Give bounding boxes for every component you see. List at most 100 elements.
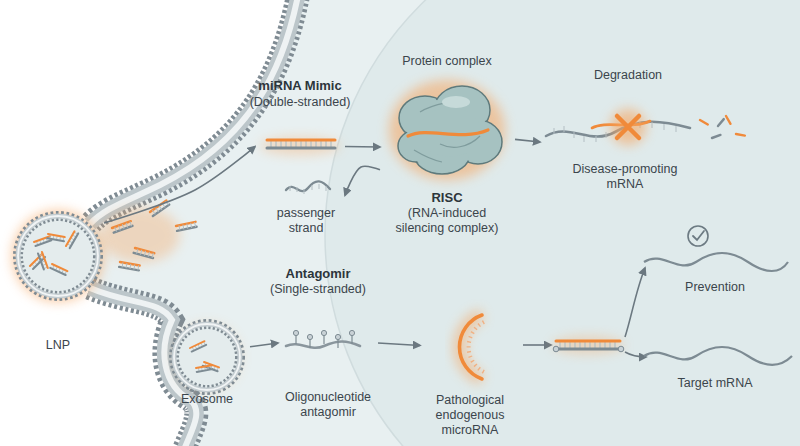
vesicle-glow <box>12 210 104 302</box>
target-mrna: Target mRNA <box>640 330 795 400</box>
node-label: (RNA-induced silencing complex) <box>385 206 510 236</box>
flow-arrow <box>625 352 646 357</box>
check-badge <box>688 226 708 246</box>
released-mirna <box>119 262 140 270</box>
encapsulated-antagomir <box>196 365 212 372</box>
flow-arrow <box>515 139 540 142</box>
mrna-fragment <box>726 116 731 124</box>
second-strand <box>197 369 213 372</box>
exosome-vesicle: Exosome <box>160 318 250 414</box>
modification-bead <box>293 330 298 335</box>
strand-cap <box>553 346 559 352</box>
mirna-mimic: miRNA Mimic(Double-stranded) <box>255 76 345 162</box>
encapsulated-mirna <box>66 231 78 248</box>
strand-cap <box>618 346 624 352</box>
flow-arrow <box>345 146 380 148</box>
risc-complex: Protein complexRISC(RNA-induced silencin… <box>380 52 515 242</box>
protein-complex <box>398 86 502 174</box>
flow-arrow <box>345 166 380 195</box>
loaded-guide-strand <box>408 130 488 136</box>
released-mirna <box>112 221 133 233</box>
second-strand <box>35 240 51 246</box>
strand-bases <box>290 184 326 194</box>
vesicle-lumen <box>174 324 240 390</box>
cleavage-cross <box>617 116 639 138</box>
vesicle-tails <box>18 216 98 296</box>
single-strand <box>286 181 330 191</box>
single-strand <box>286 342 360 348</box>
lipid-nanoparticle <box>18 216 98 296</box>
encapsulated-mirna <box>50 264 67 275</box>
prevention-outcome: Prevention <box>640 222 790 302</box>
mrna-fragment <box>700 120 708 125</box>
vesicle-core <box>18 216 98 296</box>
node-label: (Single-stranded) <box>258 282 378 297</box>
modification-stalk <box>295 335 296 344</box>
second-strand <box>47 238 64 241</box>
second-strand <box>70 233 79 248</box>
node-label: Degradation <box>568 68 688 83</box>
node-label: Exosome <box>162 392 252 407</box>
vesicle-glow <box>173 323 241 391</box>
modification-stalk <box>309 339 310 348</box>
node-label: (Double-stranded) <box>240 95 360 110</box>
encapsulated-mirna <box>38 252 48 269</box>
mrna-fragment <box>718 119 724 126</box>
encapsulated-antagomir <box>190 341 206 351</box>
flow-arrow <box>625 268 645 337</box>
vesicle-heads <box>174 324 240 390</box>
duplex-glow <box>260 137 340 155</box>
mrna-degradation: DegradationDisease-promoting mRNA <box>540 64 750 194</box>
heading-label: Antagomir <box>263 266 373 281</box>
passenger-strand: passenger strand <box>270 176 345 240</box>
vesicle-tails <box>174 324 240 390</box>
modification-stalk <box>351 335 352 344</box>
lobe-shading <box>414 98 480 162</box>
double-stranded-mimic <box>267 140 335 148</box>
flow-arrow <box>104 147 255 223</box>
modification-bead <box>321 330 326 335</box>
node-label: Prevention <box>645 280 785 295</box>
mrna-fragment <box>712 135 720 138</box>
mrna-fragment <box>736 134 745 136</box>
cell-membrane <box>90 0 300 446</box>
lnp-vesicle: LNP <box>12 208 104 358</box>
released-mirna <box>176 222 197 231</box>
membrane-core <box>90 0 300 224</box>
inner-compartment <box>325 0 800 446</box>
vesicle-core <box>174 324 240 390</box>
released-mirna <box>150 201 169 217</box>
guide-strand <box>267 139 335 142</box>
membrane-heads <box>90 0 300 224</box>
node-label: Oligonucleotide antagomir <box>278 390 378 420</box>
check-mark <box>693 231 704 240</box>
node-label: Target mRNA <box>645 376 785 391</box>
mirna-strand <box>556 340 620 343</box>
exosome-vesicle <box>174 324 240 390</box>
antagomir-strand <box>556 348 620 351</box>
antagomir: Antagomir(Single-stranded)Oligonucleotid… <box>278 262 378 424</box>
flow-arrow <box>250 343 278 347</box>
cleavage-glow <box>610 109 646 145</box>
node-label: LNP <box>18 338 98 353</box>
passenger-strand <box>267 147 335 150</box>
mrna-strand <box>644 347 792 365</box>
node-illustration <box>12 208 104 358</box>
second-strand <box>50 268 65 275</box>
bound-duplex <box>552 336 624 354</box>
encapsulated-mirna <box>47 234 64 241</box>
mrna-strand <box>644 253 788 271</box>
modification-bead <box>307 334 312 339</box>
mirna-bases <box>469 322 484 372</box>
flow-arrow <box>523 344 551 346</box>
second-strand <box>38 253 44 269</box>
released-mirna <box>134 248 155 258</box>
node-label: passenger strand <box>270 206 342 236</box>
lobe-highlight <box>442 96 470 108</box>
endogenous-mirna <box>459 315 482 379</box>
membrane-tails <box>90 0 300 224</box>
heading-label: miRNA Mimic <box>245 78 355 93</box>
duplex-glow <box>552 336 624 354</box>
